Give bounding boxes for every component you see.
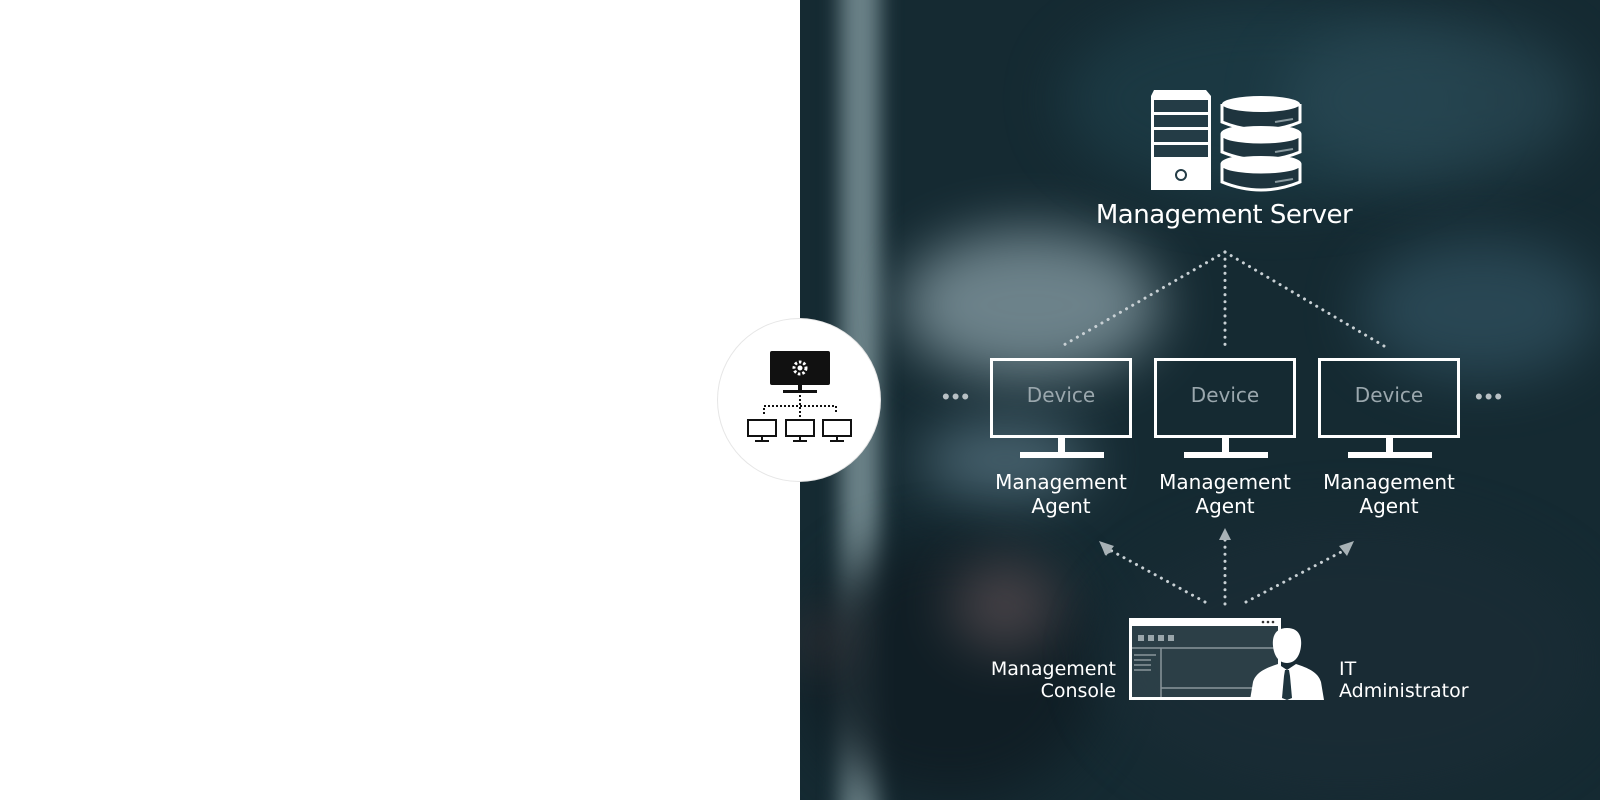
it-administrator-label: IT Administrator <box>1339 658 1469 702</box>
device-label: Device <box>1354 383 1424 407</box>
management-console-label: Management Console <box>990 658 1116 702</box>
device-monitor-icon: Device <box>990 358 1132 438</box>
server-tower-icon <box>1151 90 1211 190</box>
monitor-base <box>1184 452 1268 458</box>
device-monitor-icon: Device <box>1318 358 1460 438</box>
management-agent-label: Management Agent <box>1323 470 1455 518</box>
monitor-base <box>1348 452 1432 458</box>
management-agent-label: Management Agent <box>1159 470 1291 518</box>
monitor-stand <box>1058 438 1065 452</box>
database-icon <box>1220 96 1302 192</box>
device-label: Device <box>1190 383 1260 407</box>
managed-network-icon <box>747 351 852 442</box>
left-blank-panel <box>0 0 800 800</box>
monitor-base <box>1020 452 1104 458</box>
monitor-stand <box>1386 438 1393 452</box>
management-agent-label: Management Agent <box>995 470 1127 518</box>
device-monitor-icon: Device <box>1154 358 1296 438</box>
device-label: Device <box>1026 383 1096 407</box>
monitor-stand <box>1222 438 1229 452</box>
managed-network-badge <box>718 319 880 481</box>
more-devices-left-ellipsis: ••• <box>942 384 972 409</box>
it-administrator-person-icon <box>1250 628 1324 700</box>
blurred-background-photo <box>800 0 1600 800</box>
management-server-title: Management Server <box>1095 200 1353 230</box>
more-devices-right-ellipsis: ••• <box>1475 384 1505 409</box>
